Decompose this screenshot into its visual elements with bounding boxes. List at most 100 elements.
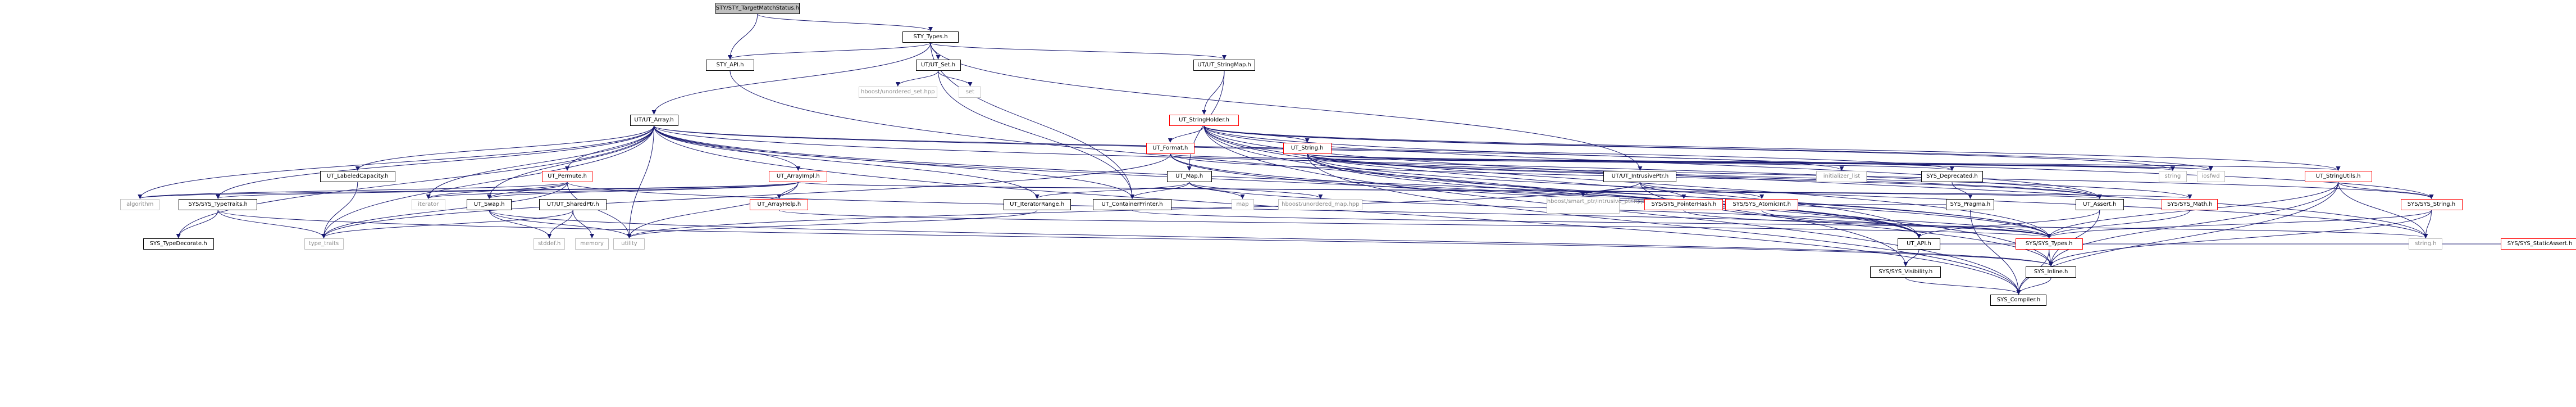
edge-ut-string-to-ut-assert [1307, 153, 2102, 199]
ut-stringmap-node[interactable]: UT/UT_StringMap.h [1193, 60, 1255, 71]
edge-ut-map-to-ut-containerprinter [1130, 182, 1190, 199]
ut-set-node[interactable]: UT/UT_Set.h [915, 60, 961, 71]
ut-arrayimpl-node[interactable]: UT_ArrayImpl.h [769, 171, 828, 182]
boost-unordered-map-node: hboost/unordered_map.hpp [1278, 199, 1363, 210]
sty-api-node[interactable]: STY_API.h [706, 60, 754, 71]
initializer-list-node: initializer_list [1816, 171, 1867, 182]
sys-typedecorate-node[interactable]: SYS_TypeDecorate.h [143, 238, 214, 250]
edge-ut-array-to-ut-labeledcapacity [355, 125, 655, 171]
edge-ut-string-to-sys-math [1307, 153, 2192, 199]
edge-ut-stringholder-to-iosfwd [1203, 125, 2213, 171]
ut-arrayhelp-node[interactable]: UT_ArrayHelp.h [750, 199, 809, 210]
edge-ut-array-to-utility [627, 125, 655, 238]
edge-ut-intrusiveptr-to-sys-inline [1639, 182, 2054, 266]
string-h-node: string.h [2409, 238, 2443, 250]
iosfwd-node: iosfwd [2196, 171, 2225, 182]
edge-ut-swap-to-stddef [489, 210, 552, 238]
ut-iteratorrange-node[interactable]: UT_IteratorRange.h [1003, 199, 1071, 210]
sys-inline-node[interactable]: SYS_Inline.h [2026, 266, 2077, 278]
boost-smart-ptr-node: hboost/smart_ptr/intrusive_ptr.hpp [1546, 197, 1644, 214]
edge-ut-arrayimpl-to-utility [627, 182, 799, 238]
edge-ut-array-to-ut-assert [654, 125, 2102, 199]
edge-ut-permute-to-algorithm [138, 182, 568, 199]
edge-ut-swap-to-utility [489, 210, 632, 238]
ut-containerprinter-node[interactable]: UT_ContainerPrinter.h [1093, 199, 1172, 210]
ut-string-node[interactable]: UT_String.h [1283, 143, 1332, 154]
edge-ut-string-to-ut-api [1307, 153, 1921, 238]
edge-ut-permute-to-ut-swap [487, 182, 568, 199]
edge-ut-string-to-sys-compiler [1307, 153, 2021, 295]
edge-sys-pragma-to-sys-compiler [1969, 210, 2021, 295]
edge-ut-stringholder-to-string-h [1203, 125, 2428, 238]
sys-typetraits-node[interactable]: SYS/SYS_TypeTraits.h [179, 199, 258, 210]
edge-ut-set-to-boost-unordered-set [895, 70, 939, 87]
sys-compiler-node[interactable]: SYS_Compiler.h [1990, 295, 2047, 306]
sys-string-node[interactable]: SYS/SYS_String.h [2400, 199, 2463, 210]
sys-visibility-node[interactable]: SYS/SYS_Visibility.h [1870, 266, 1941, 278]
ut-labeledcapacity-node[interactable]: UT_LabeledCapacity.h [320, 171, 395, 182]
edge-sys-string-to-sys-types [2046, 210, 2432, 238]
sys-pointerhash-node[interactable]: SYS/SYS_PointerHash.h [1644, 199, 1724, 210]
boost-unordered-set-node: hboost/unordered_set.hpp [858, 87, 937, 98]
ut-format-node[interactable]: UT_Format.h [1146, 143, 1194, 154]
set-node: set [959, 87, 982, 98]
edge-ut-containerprinter-to-string-h [1132, 210, 2428, 238]
edge-ut-map-to-map [1189, 182, 1245, 199]
edge-ut-sharedptr-to-type-traits [321, 210, 573, 238]
sys-deprecated-node[interactable]: SYS_Deprecated.h [1921, 171, 1983, 182]
sty-types-node[interactable]: STY_Types.h [902, 31, 959, 43]
sys-types-node[interactable]: SYS/SYS_Types.h [2015, 238, 2083, 250]
root-file-node: STY/STY_TargetMatchStatus.h [715, 3, 800, 14]
ut-assert-node[interactable]: UT_Assert.h [2075, 199, 2124, 210]
edge-sys-deprecated-to-sys-pragma [1952, 182, 1973, 199]
edge-sys-string-to-string-h [2423, 210, 2432, 238]
ut-map-node[interactable]: UT_Map.h [1166, 171, 1212, 182]
algorithm-node: algorithm [120, 199, 160, 210]
ut-array-node[interactable]: UT/UT_Array.h [630, 115, 678, 126]
iterator-node: iterator [411, 199, 445, 210]
sys-staticassert-node[interactable]: SYS/SYS_StaticAssert.h [2500, 238, 2576, 250]
edge-sty-types-to-sty-api [728, 42, 931, 60]
edge-ut-format-to-type-traits [321, 153, 1171, 238]
ut-permute-node[interactable]: UT_Permute.h [542, 171, 593, 182]
sys-math-node[interactable]: SYS/SYS_Math.h [2162, 199, 2218, 210]
edge-ut-arrayimpl-to-iterator [426, 182, 799, 199]
edge-ut-assert-to-ut-api [1917, 210, 2100, 238]
edge-ut-stringholder-to-ut-api [1203, 125, 1921, 238]
edge-ut-map-to-boost-unordered-map [1189, 182, 1323, 199]
edge-ut-array-to-iterator [426, 125, 655, 199]
sys-pragma-node[interactable]: SYS_Pragma.h [1946, 199, 1995, 210]
edge-ut-api-to-sys-visibility [1903, 249, 1920, 266]
edge-ut-array-to-ut-swap [487, 125, 655, 199]
edge-sys-typetraits-to-sys-typedecorate [176, 210, 218, 238]
edge-ut-stringutils-to-sys-string [2338, 182, 2434, 199]
map-node: map [1231, 199, 1254, 210]
ut-intrusiveptr-node[interactable]: UT/UT_IntrusivePtr.h [1603, 171, 1677, 182]
edge-sys-typetraits-to-sys-inline [217, 210, 2053, 266]
memory-node: memory [575, 238, 609, 250]
edge-sys-visibility-to-sys-compiler [1905, 277, 2021, 295]
edge-sys-typetraits-to-type-traits [217, 210, 326, 238]
edge-ut-iteratorrange-to-utility [627, 210, 1038, 238]
ut-stringholder-node[interactable]: UT_StringHolder.h [1169, 115, 1239, 126]
edge-ut-stringutils-to-sys-inline [2049, 182, 2339, 266]
edge-sty-types-to-ut-containerprinter [930, 42, 1135, 199]
edge-sty-types-to-ut-array [651, 42, 931, 115]
ut-swap-node[interactable]: UT_Swap.h [467, 199, 512, 210]
edge-ut-set-to-ut-containerprinter [938, 70, 1135, 199]
edge-ut-stringholder-to-ut-format [1168, 125, 1205, 143]
edge-ut-map-to-ut-iteratorrange [1034, 182, 1190, 199]
edge-ut-string-to-sys-deprecated [1307, 153, 1954, 171]
ut-sharedptr-node[interactable]: UT/UT_SharedPtr.h [539, 199, 607, 210]
edge-ut-stringutils-to-string-h [2338, 182, 2428, 238]
edge-ut-array-to-ut-arrayimpl [654, 125, 801, 171]
edge-ut-string-to-ut-stringutils [1307, 153, 2340, 171]
string-node: string [2158, 171, 2187, 182]
ut-stringutils-node[interactable]: UT_StringUtils.h [2304, 171, 2372, 182]
edge-ut-array-to-sys-typedecorate [176, 125, 655, 238]
stddef-node: stddef.h [534, 238, 566, 250]
ut-api-node[interactable]: UT_API.h [1897, 238, 1940, 250]
sys-atomicint-node[interactable]: SYS/SYS_AtomicInt.h [1725, 199, 1799, 210]
edge-sys-math-to-sys-types [2046, 210, 2190, 238]
edge-ut-permute-to-type-traits [321, 182, 568, 238]
